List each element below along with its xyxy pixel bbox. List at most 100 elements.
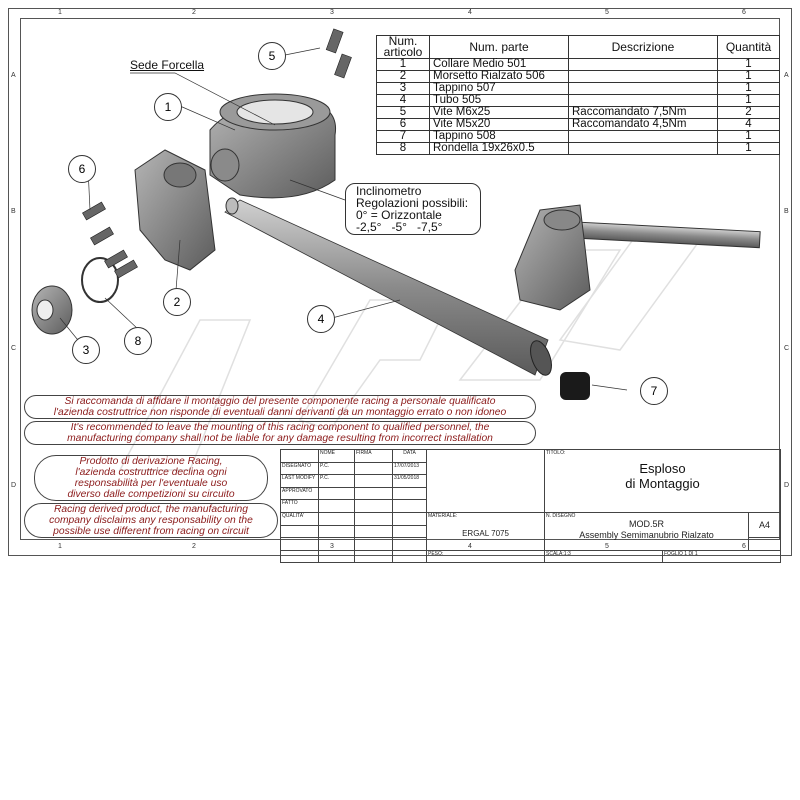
watermark xyxy=(118,229,702,471)
incl-line: Inclinometro xyxy=(356,184,422,198)
sede-forcella-label: Sede Forcella xyxy=(130,58,205,72)
cell: Raccomandato 7,5Nm xyxy=(568,106,718,119)
note-line: responsabilità per l'eventuale uso xyxy=(74,478,228,489)
note-italian-racing: Prodotto di derivazione Racing, l'aziend… xyxy=(34,455,268,501)
zone-row: D xyxy=(11,482,17,489)
tb-label: MATERIALE: xyxy=(428,512,458,519)
cell xyxy=(568,142,718,155)
note-italian-mounting: Si raccomanda di affidare il montaggio d… xyxy=(24,395,536,419)
cell: 1 xyxy=(717,94,780,107)
zone-row: D xyxy=(784,482,790,489)
col-header: Num. articolo xyxy=(376,35,430,59)
incl-line: 0° = Orizzontale xyxy=(356,208,442,222)
cell: 3 xyxy=(376,82,430,95)
zone-col: 1 xyxy=(58,543,62,550)
cell: Tubo 505 xyxy=(429,94,569,107)
note-line: company disclaims any responsability on … xyxy=(49,515,253,526)
zone-row: B xyxy=(11,208,16,215)
cell: 8 xyxy=(376,142,430,155)
note-english-mounting: It's recommended to leave the mounting o… xyxy=(24,421,536,445)
cap-part-7 xyxy=(560,372,590,400)
zone-row: B xyxy=(784,208,789,215)
cell: 1 xyxy=(717,70,780,83)
cell: Tappino 508 xyxy=(429,130,569,143)
material-value: ERGAL 7075 xyxy=(462,528,509,538)
drawing-number: MOD.5R xyxy=(628,518,664,529)
zone-col: 4 xyxy=(468,9,472,16)
cell: 4 xyxy=(376,94,430,107)
washer-part-8 xyxy=(81,257,119,303)
callout-6: 6 xyxy=(68,155,96,183)
note-line: diverso dalle competizioni su circuito xyxy=(67,489,235,500)
tb-header: DATA xyxy=(392,449,427,463)
cell: 4 xyxy=(717,118,780,131)
cell: Vite M5x20 xyxy=(429,118,569,131)
tb-value: 17/07/2013 xyxy=(392,461,427,476)
cell: 2 xyxy=(376,70,430,83)
cell: 1 xyxy=(717,58,780,71)
cap-part-3 xyxy=(31,285,73,335)
parts-table: Num. articolo Num. parte Descrizione Qua… xyxy=(376,35,780,155)
cell xyxy=(568,58,718,71)
cell: 7 xyxy=(376,130,430,143)
collar-part-1 xyxy=(209,93,337,199)
exploded-view xyxy=(31,28,761,471)
callout-5: 5 xyxy=(258,42,286,70)
callout-3: 3 xyxy=(72,336,100,364)
zone-col: 1 xyxy=(58,9,62,16)
cell xyxy=(568,82,718,95)
tb-label: LAST MODIFY xyxy=(280,474,319,488)
tb-label: QUALITA' xyxy=(280,511,319,526)
cell: 2 xyxy=(717,106,780,119)
zone-col: 2 xyxy=(192,543,196,550)
note-line: l'azienda costruttrice declina ogni xyxy=(75,467,227,478)
cell xyxy=(568,70,718,83)
zone-col: 3 xyxy=(330,9,334,16)
cell: 1 xyxy=(717,130,780,143)
format-value: A4 xyxy=(747,511,782,539)
material-cell: MATERIALE: ERGAL 7075 xyxy=(426,511,545,551)
callout-4: 4 xyxy=(307,305,335,333)
cell xyxy=(568,130,718,143)
tb-label: DISEGNATO xyxy=(280,461,319,476)
sheet-value: FOGLIO 1 DI 1 xyxy=(661,549,782,564)
cell: 1 xyxy=(717,82,780,95)
cell: Vite M6x25 xyxy=(429,106,569,119)
note-english-racing: Racing derived product, the manufacturin… xyxy=(24,503,278,538)
cell: 1 xyxy=(717,142,780,155)
tb-label: FATTO xyxy=(280,499,319,513)
incl-line: Regolazioni possibili: xyxy=(356,196,469,210)
tb-label: APPROVATO xyxy=(280,486,319,501)
tb-value: P.C. xyxy=(318,461,355,476)
cell: 1 xyxy=(376,58,430,71)
cell: Collare Medio 501 xyxy=(429,58,569,71)
zone-col: 5 xyxy=(605,9,609,16)
callout-2: 2 xyxy=(163,288,191,316)
zone-col: 2 xyxy=(192,9,196,16)
col-header: Descrizione xyxy=(568,35,718,59)
note-line: manufacturing company shall not be liabl… xyxy=(67,433,493,444)
note-line: l'azienda costruttrice non risponde di e… xyxy=(53,407,507,418)
cell: 6 xyxy=(376,118,430,131)
clamp-part-2 xyxy=(134,149,216,271)
note-line: Prodotto di derivazione Racing, xyxy=(79,456,223,467)
tb-label: N. DISEGNO xyxy=(546,512,576,519)
drawing-title: di Montaggio xyxy=(625,476,700,491)
tb-value: P.C. xyxy=(318,474,355,488)
zone-col: 6 xyxy=(742,9,746,16)
col-header: Quantità xyxy=(717,35,780,59)
scale-value: SCALA:1:3 xyxy=(544,549,663,564)
note-line: It's recommended to leave the mounting o… xyxy=(70,422,490,433)
callout-8: 8 xyxy=(124,327,152,355)
zone-row: A xyxy=(11,72,16,79)
tb-header: NOME xyxy=(318,449,355,463)
tb-header: FIRMA xyxy=(354,449,393,463)
zone-row: C xyxy=(784,345,790,352)
title-cell: TITOLO: Esploso di Montaggio xyxy=(543,449,782,513)
